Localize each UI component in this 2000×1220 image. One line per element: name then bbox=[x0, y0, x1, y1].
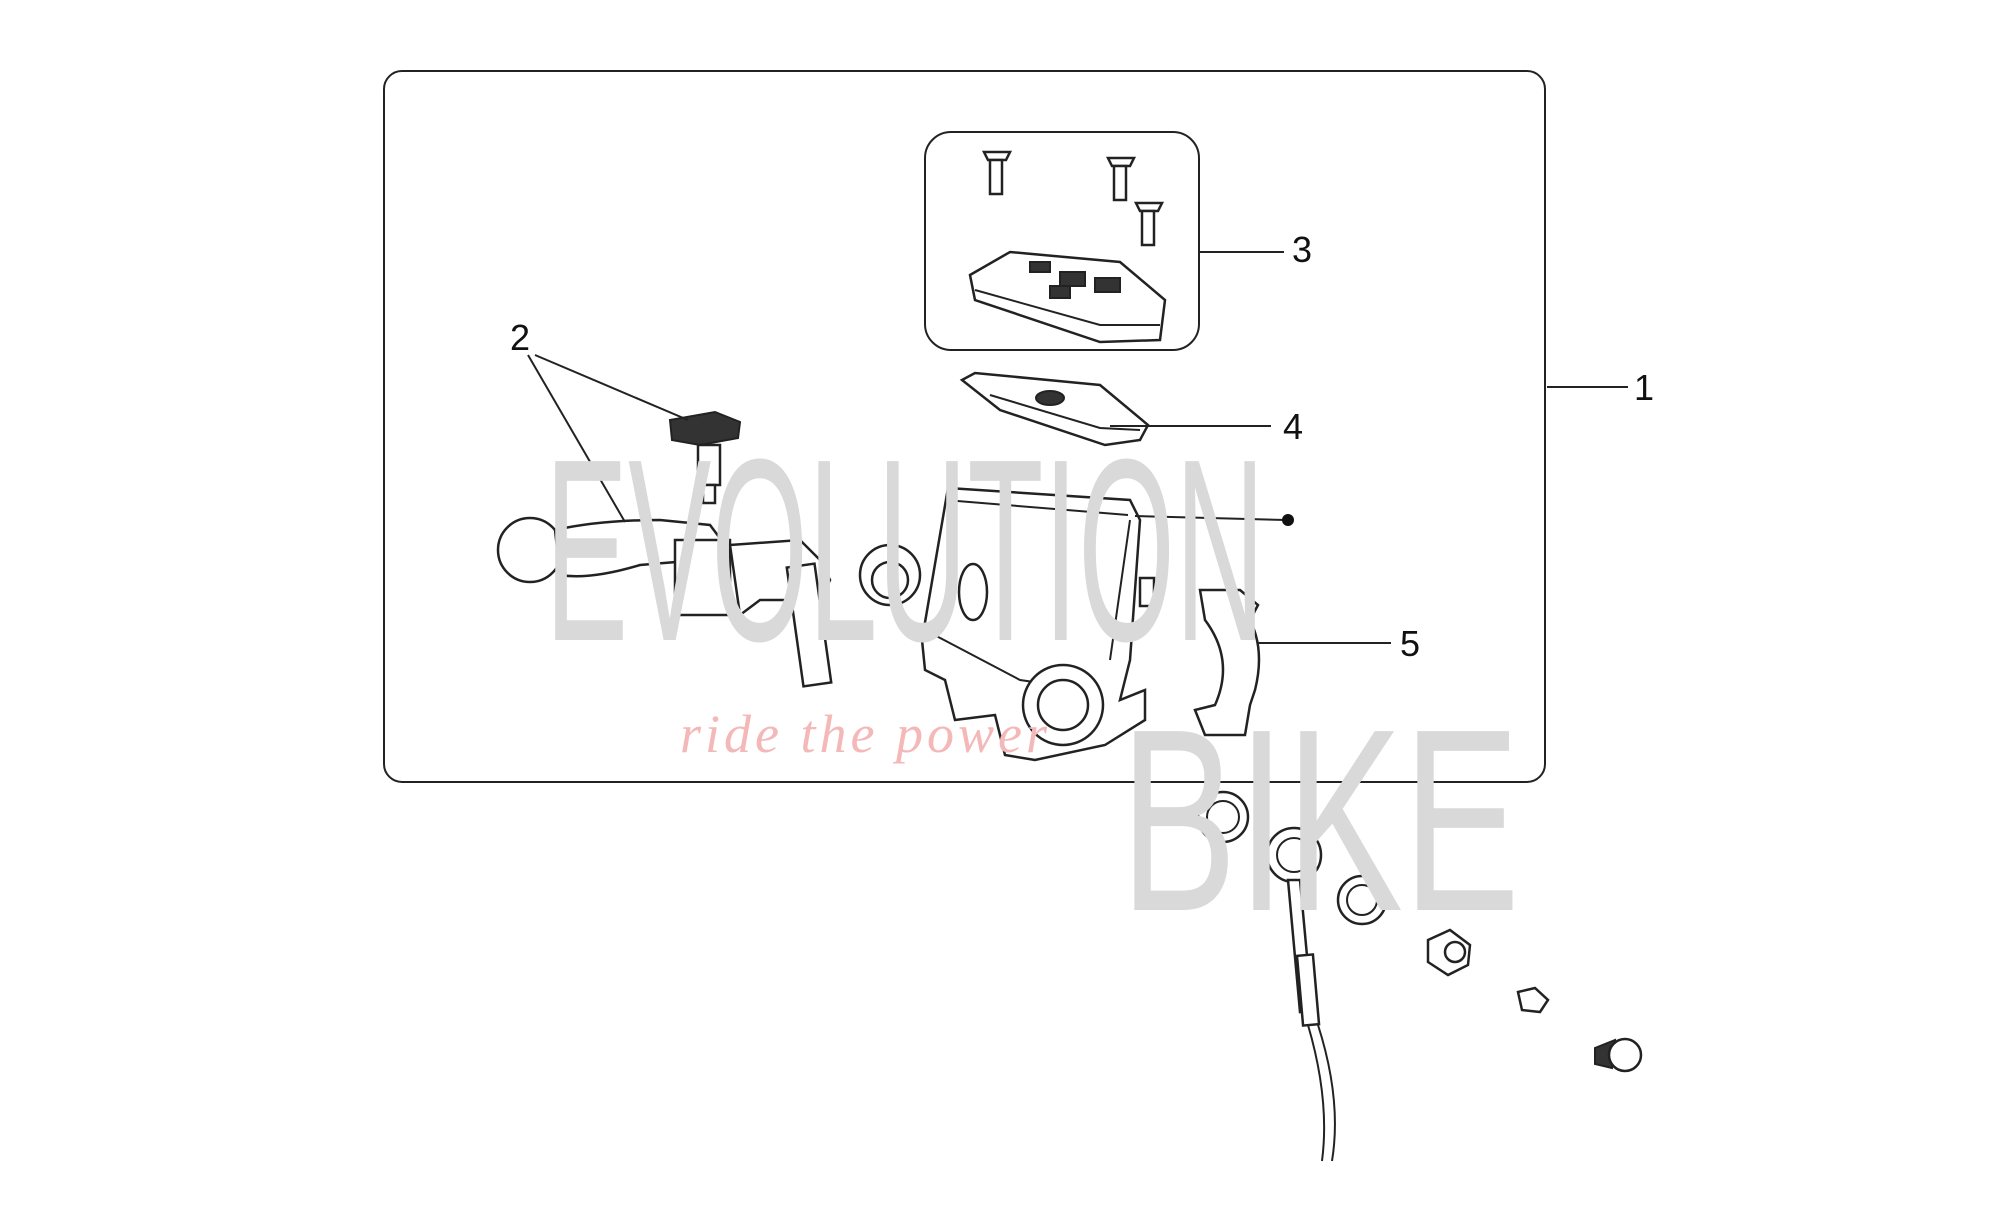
callout-4: 4 bbox=[1283, 406, 1303, 447]
hose-fittings bbox=[1196, 790, 1643, 1162]
bullet-dot-icon bbox=[1282, 514, 1294, 526]
leader-lines bbox=[527, 251, 1628, 644]
cap-kit-frame bbox=[924, 131, 1200, 351]
screw bbox=[981, 150, 1013, 196]
watermark-tagline: ride the power bbox=[680, 704, 1051, 764]
kit-frame bbox=[383, 70, 1546, 783]
master-cylinder-body bbox=[920, 486, 1156, 762]
handlebar-clamp bbox=[1193, 588, 1261, 737]
screws bbox=[981, 150, 1165, 247]
screw bbox=[1133, 201, 1165, 247]
diaphragm bbox=[959, 371, 1150, 447]
watermark: EVOLUTION BIKE ride the power bbox=[545, 406, 1520, 966]
watermark-line2: BIKE bbox=[1120, 676, 1520, 966]
brake-lever bbox=[496, 516, 922, 688]
callout-5: 5 bbox=[1400, 623, 1420, 664]
screw bbox=[1105, 156, 1137, 202]
reservoir-cap bbox=[968, 250, 1167, 344]
callout-1: 1 bbox=[1634, 367, 1654, 408]
watermark-line1: EVOLUTION bbox=[545, 406, 1265, 696]
callout-3: 3 bbox=[1292, 229, 1312, 270]
callout-2: 2 bbox=[510, 317, 530, 358]
